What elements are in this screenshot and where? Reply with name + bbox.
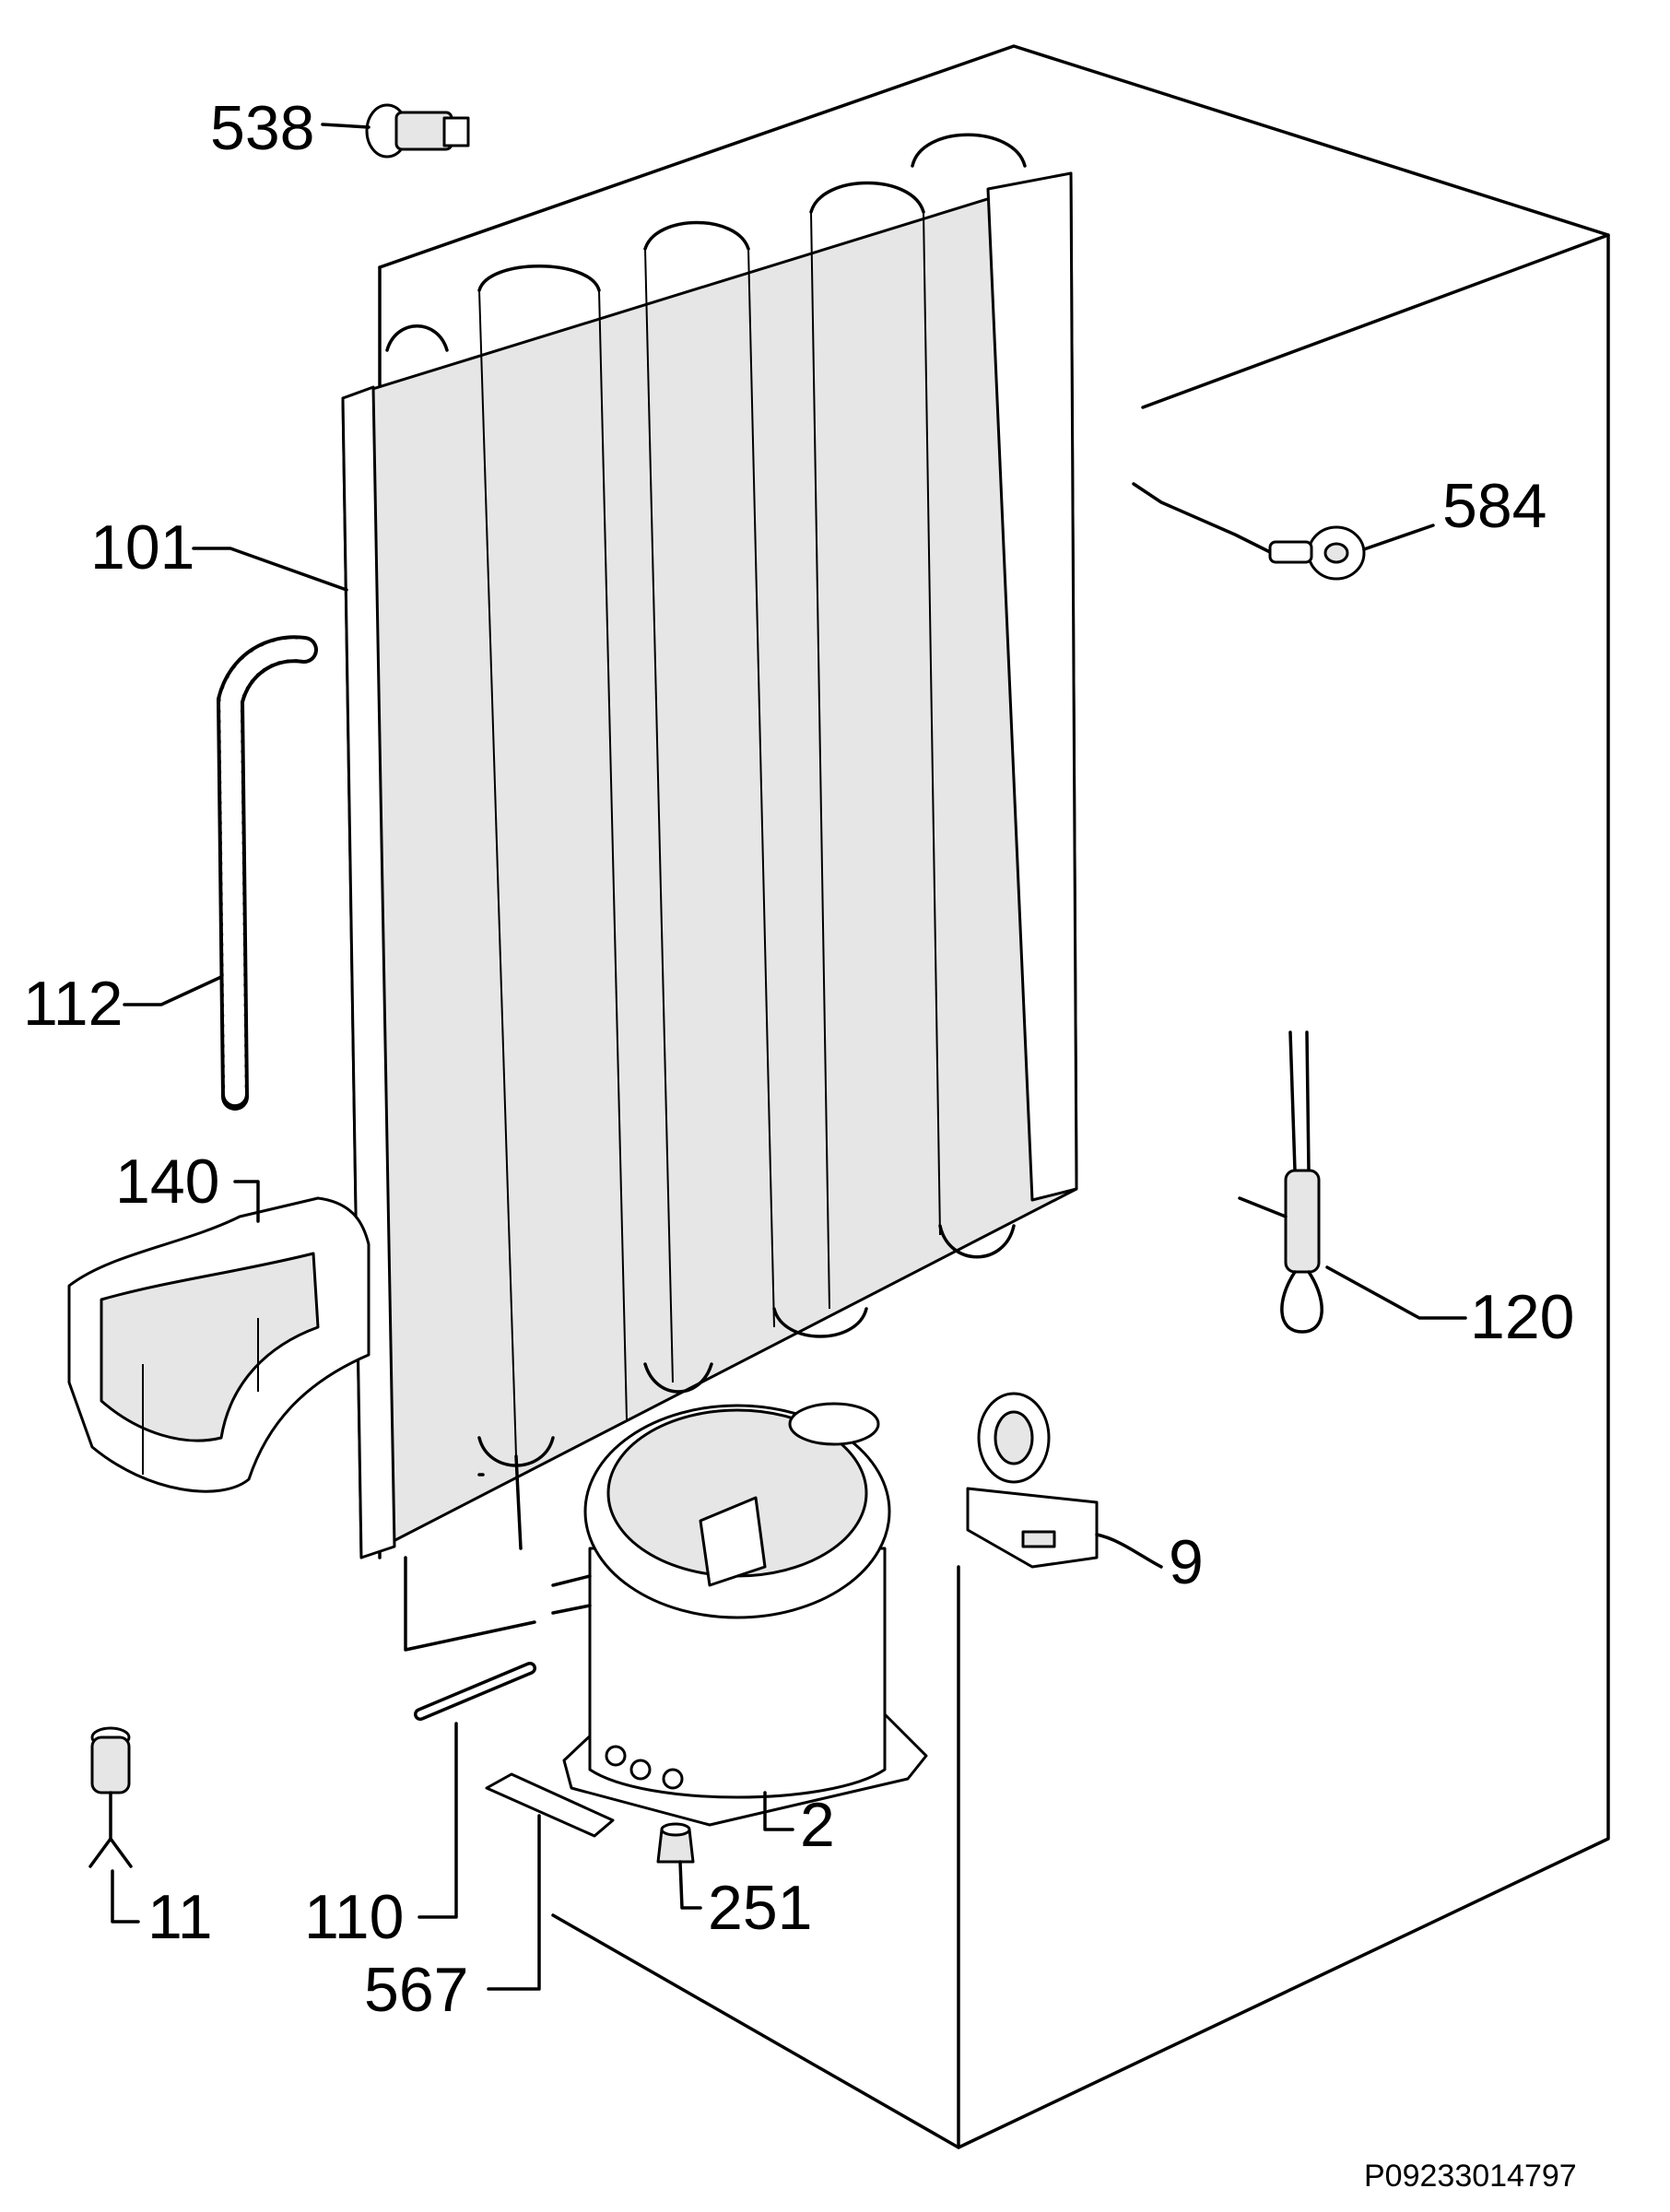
label-567: 567 (364, 1955, 468, 2025)
label-120: 120 (1470, 1282, 1574, 1352)
label-538: 538 (210, 93, 314, 163)
thermostat-sensor-icon (1238, 1030, 1323, 1334)
label-251: 251 (708, 1873, 812, 1943)
drain-hose-icon (216, 635, 318, 1111)
label-9: 9 (1169, 1527, 1204, 1597)
drip-tray-icon (67, 1196, 370, 1493)
relay-clip-icon (966, 1392, 1099, 1569)
label-110: 110 (304, 1882, 404, 1952)
drain-plug-icon (365, 103, 470, 159)
label-140: 140 (115, 1147, 219, 1217)
label-112: 112 (23, 969, 123, 1039)
filter-drier-icon (88, 1726, 133, 1868)
mounting-bracket-icon (485, 1772, 615, 1838)
grommet-icon (656, 1822, 695, 1864)
compressor-icon (551, 1402, 928, 1827)
label-2: 2 (800, 1790, 835, 1860)
condenser (341, 133, 1078, 1652)
diagram-reference-code: P09233014797 (1364, 2159, 1577, 2194)
leader-lines (111, 123, 1467, 1991)
label-11: 11 (147, 1882, 213, 1952)
sensor-cable-icon (1132, 482, 1366, 581)
tube-icon (414, 1662, 536, 1721)
part-labels: 538 584 101 112 140 120 9 2 11 110 251 5… (23, 93, 1574, 2025)
label-584: 584 (1442, 471, 1547, 541)
label-101: 101 (90, 512, 194, 582)
